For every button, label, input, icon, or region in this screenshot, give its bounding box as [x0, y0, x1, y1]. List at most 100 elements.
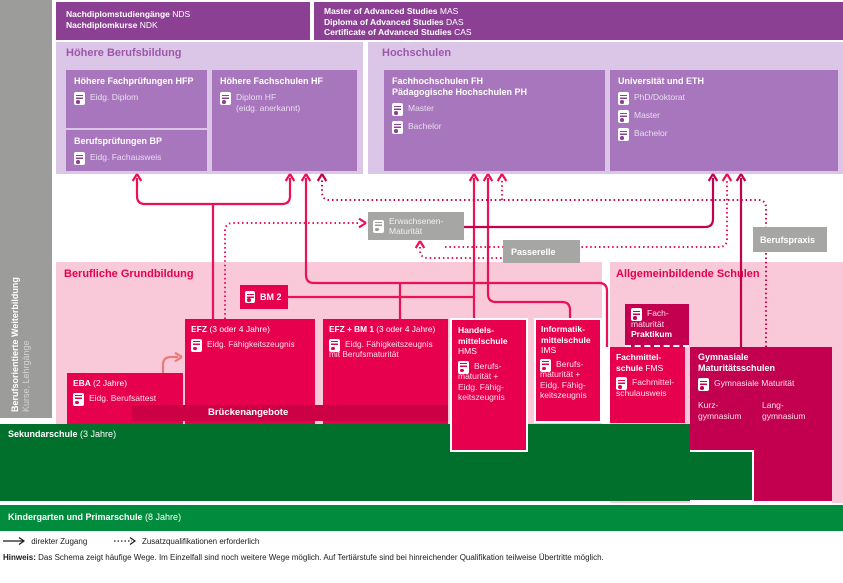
uni-master: Master: [634, 110, 660, 120]
bm2-label: BM 2: [260, 292, 282, 302]
certificate-icon: [618, 128, 629, 141]
kg-duration: (8 Jahre): [145, 512, 182, 522]
legend-direct: direkter Zugang: [31, 537, 88, 546]
cas-acronym: CAS: [454, 27, 472, 38]
certificate-icon: [618, 110, 629, 123]
box-bm2: BM 2: [240, 285, 288, 309]
uni-phd: PhD/Doktorat: [634, 92, 686, 102]
hfp-title: Höhere Fachprüfungen HFP: [74, 76, 194, 86]
langgymnasium-label: Lang-gymnasium: [762, 400, 806, 421]
sek-label: Sekundarschule: [8, 429, 78, 439]
label-erwachsenen-maturitaet: Erwachsenen- Maturität: [368, 212, 464, 240]
certificate-icon: [392, 103, 403, 116]
certificate-icon: [540, 358, 551, 372]
hms-cert3: Eidg. Fähig-: [458, 381, 504, 392]
sek-duration: (3 Jahre): [80, 429, 117, 439]
hf-title: Höhere Fachschulen HF: [220, 76, 324, 86]
hms-title2: mittelschule: [458, 335, 508, 346]
as-section-title: Allgemeinbildende Schulen: [616, 268, 760, 280]
box-fachmaturitaet: Fach- maturität Praktikum: [625, 304, 689, 347]
certificate-icon: [245, 291, 255, 303]
certificate-icon: [392, 121, 403, 134]
mas-acronym: MAS: [439, 6, 459, 16]
box-handelsmittelschule: Handels- mittelschule HMS Berufs- maturi…: [450, 318, 528, 452]
sidebar-title: Berufsorientierte Weiterbildung: [10, 277, 20, 412]
efzbm-duration: (3 oder 4 Jahre): [376, 324, 436, 334]
das-acronym: DAS: [446, 16, 464, 27]
efzbm-cert1: Eidg. Fähigkeitszeugnis: [345, 338, 433, 349]
certificate-icon: [618, 92, 629, 105]
legend-zusatz: Zusatzqualifikationen erforderlich: [141, 537, 260, 546]
hms-acronym: HMS: [458, 346, 477, 356]
ndk-label: Nachdiplomkurse: [66, 19, 138, 30]
passerelle-text: Passerelle: [511, 246, 556, 257]
hinweis-label: Hinweis:: [3, 553, 36, 562]
box-berufspruefungen: Berufsprüfungen BP Eidg. Fachausweis: [66, 130, 207, 171]
box-hoehere-fachschulen: Höhere Fachschulen HF Diplom HF (eidg. a…: [212, 70, 357, 171]
certificate-icon: [329, 338, 340, 352]
nds-acronym: NDS: [172, 9, 191, 19]
brueckenangebote-label: Brückenangebote: [208, 407, 289, 418]
label-berufspraxis: Berufspraxis: [753, 227, 827, 252]
weiterbildung-sidebar: Berufsorientierte Weiterbildung Kurse, L…: [0, 0, 52, 418]
box-universitaet-eth: Universität und ETH PhD/Doktorat Master …: [610, 70, 838, 171]
certificate-icon: [616, 377, 627, 390]
ims-acronym: IMS: [541, 345, 557, 355]
kurzgymnasium-label: Kurz-gymnasium: [698, 400, 742, 421]
ims-title1: Informatik-: [541, 324, 585, 334]
hfp-cert: Eidg. Diplom: [90, 92, 139, 102]
fh-title2: Pädagogische Hochschulen PH: [392, 87, 528, 97]
box-fachmittelschule: Fachmittel- schule FMS Fachmittel- schul…: [610, 347, 685, 423]
certificate-icon: [220, 92, 231, 105]
hms-cert1: Berufs-: [474, 360, 502, 371]
certificate-icon: [698, 378, 709, 391]
fh-bachelor: Bachelor: [408, 121, 442, 131]
box-fachhochschulen: Fachhochschulen FH Pädagogische Hochschu…: [384, 70, 605, 171]
hms-cert2: maturität +: [458, 371, 499, 381]
nds-label: Nachdiplomstudiengänge: [66, 9, 170, 19]
gymnasium-green-notch: [690, 450, 754, 503]
certificate-icon: [74, 152, 85, 165]
bp-cert: Eidg. Fachausweis: [90, 152, 162, 162]
eba-cert: Eidg. Berufsattest: [89, 392, 157, 403]
eba-duration: (2 Jahre): [93, 378, 128, 388]
fachmat-cert2: maturität: [631, 318, 665, 329]
fms-cert1: Fachmittel-: [632, 377, 675, 387]
gym-title2: Maturitätsschulen: [698, 362, 776, 373]
fh-master: Master: [408, 103, 434, 113]
hs-section-title: Hochschulen: [382, 47, 452, 59]
fms-cert2: schulausweis: [616, 387, 667, 398]
fms-acronym: FMS: [645, 362, 664, 373]
bg-section-title: Berufliche Grundbildung: [64, 268, 194, 280]
efz-duration: (3 oder 4 Jahre): [209, 324, 270, 334]
fh-title1: Fachhochschulen FH: [392, 76, 484, 86]
hms-title1: Handels-: [458, 325, 494, 335]
certificate-icon: [373, 219, 384, 233]
eba-title: EBA: [73, 378, 91, 388]
erw-line1: Erwachsenen-: [389, 216, 444, 226]
hms-cert4: keitszeugnis: [458, 392, 505, 402]
bp-title: Berufsprüfungen BP: [74, 136, 163, 146]
hbb-section-title: Höhere Berufsbildung: [66, 47, 182, 59]
ims-cert2: maturität +: [540, 369, 581, 379]
cas-label: Certificate of Advanced Studies: [324, 27, 452, 38]
ims-cert3: Eidg. Fähig-: [540, 379, 586, 390]
label-passerelle: Passerelle: [503, 240, 580, 263]
fms-title1: Fachmittel-: [616, 352, 662, 362]
fachmat-praktikum: Praktikum: [631, 329, 673, 339]
dashed-arrow-icon: [113, 537, 136, 545]
hf-cert2: (eidg. anerkannt): [236, 102, 301, 113]
kg-label: Kindergarten und Primarschule: [8, 512, 143, 522]
brueckenangebote-band: Brückenangebote: [132, 405, 448, 421]
uni-bachelor: Bachelor: [634, 128, 668, 138]
hinweis-text: Das Schema zeigt häufige Wege. Im Einzel…: [38, 553, 604, 562]
nachdiplom-bar: Nachdiplomstudiengänge NDS Nachdiplomkur…: [56, 2, 310, 40]
box-hoehere-fachpruefungen: Höhere Fachprüfungen HFP Eidg. Diplom: [66, 70, 207, 128]
ndk-acronym: NDK: [139, 19, 158, 30]
fachmat-cert1: Fach-: [647, 308, 669, 318]
efzbm-cert2: mit Berufsmaturität: [329, 349, 399, 359]
legend: direkter Zugang Zusatzqualifikationen er…: [3, 536, 763, 548]
fms-title2: schule: [616, 362, 643, 373]
efz-title: EFZ: [191, 324, 208, 334]
